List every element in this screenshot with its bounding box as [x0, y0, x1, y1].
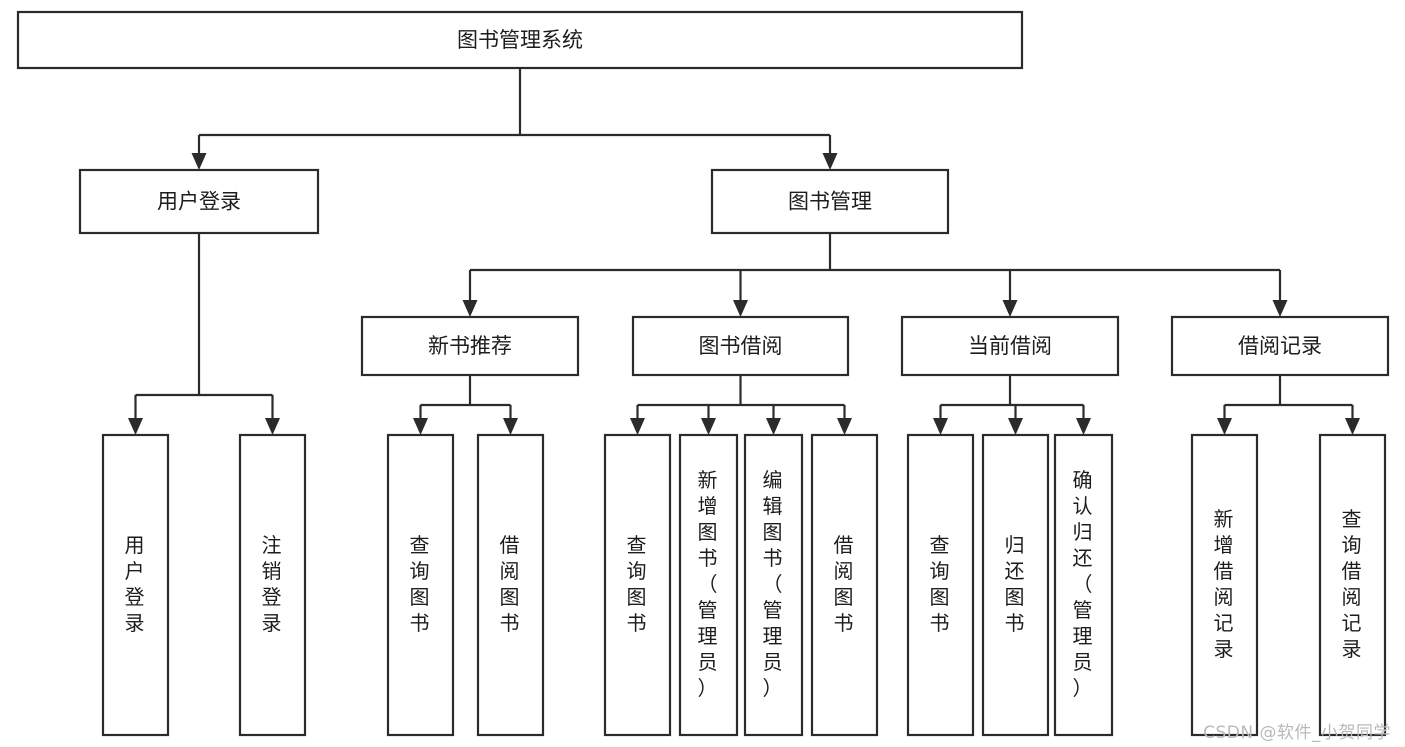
- node-box: [238, 433, 307, 737]
- node-label: 图书管理系统: [457, 28, 583, 52]
- node-box: [16, 10, 1024, 70]
- node-box: [710, 168, 950, 235]
- diagram-node-leaf-6[interactable]: 编辑图书（管理员）: [743, 433, 804, 737]
- arrow-head-icon: [822, 153, 838, 170]
- diagram-node-leaf-3[interactable]: 借阅图书: [476, 433, 545, 737]
- diagram-node-leaf-10[interactable]: 确认归还（管理员）: [1053, 433, 1114, 737]
- node-label: 查询图书: [930, 533, 952, 635]
- node-box: [476, 433, 545, 737]
- diagram-node-leaf-2[interactable]: 查询图书: [386, 433, 455, 737]
- arrow-head-icon: [733, 300, 748, 317]
- diagram-node-leaf-12[interactable]: 查询借阅记录: [1318, 433, 1387, 737]
- arrow-head-icon: [837, 418, 852, 435]
- node-box: [900, 315, 1120, 377]
- node-box: [1053, 433, 1114, 737]
- node-box: [678, 433, 739, 737]
- arrow-head-icon: [191, 153, 207, 170]
- node-label: 用户登录: [157, 190, 241, 214]
- diagram-node-leaf-7[interactable]: 借阅图书: [810, 433, 879, 737]
- diagram-node-leaf-11[interactable]: 新增借阅记录: [1190, 433, 1259, 737]
- arrow-head-icon: [701, 418, 716, 435]
- arrow-head-icon: [630, 418, 645, 435]
- diagram-node-l3-2[interactable]: 当前借阅: [900, 315, 1120, 377]
- node-box: [1318, 433, 1387, 737]
- node-label: 编辑图书（管理员）: [763, 468, 785, 700]
- diagram-node-leaf-9[interactable]: 归还图书: [981, 433, 1050, 737]
- diagram-nodes-layer: 图书管理系统用户登录图书管理新书推荐图书借阅当前借阅借阅记录用户登录注销登录查询…: [16, 10, 1390, 737]
- diagram-node-leaf-8[interactable]: 查询图书: [906, 433, 975, 737]
- node-label: 借阅图书: [500, 533, 522, 635]
- diagram-node-l2-0[interactable]: 用户登录: [78, 168, 320, 235]
- node-box: [743, 433, 804, 737]
- diagram-node-l3-1[interactable]: 图书借阅: [631, 315, 850, 377]
- diagram-node-leaf-4[interactable]: 查询图书: [603, 433, 672, 737]
- node-label: 归还图书: [1005, 533, 1027, 635]
- arrow-head-icon: [128, 418, 143, 435]
- arrow-head-icon: [503, 418, 518, 435]
- diagram-node-leaf-5[interactable]: 新增图书（管理员）: [678, 433, 739, 737]
- node-box: [603, 433, 672, 737]
- node-box: [631, 315, 850, 377]
- arrow-head-icon: [1008, 418, 1023, 435]
- node-label: 查询借阅记录: [1342, 507, 1364, 661]
- node-label: 借阅图书: [834, 533, 856, 635]
- node-box: [906, 433, 975, 737]
- arrow-head-icon: [1217, 418, 1232, 435]
- node-box: [1170, 315, 1390, 377]
- diagram-node-root[interactable]: 图书管理系统: [16, 10, 1024, 70]
- arrow-head-icon: [462, 300, 478, 317]
- arrow-head-icon: [933, 418, 948, 435]
- arrow-head-icon: [265, 418, 280, 435]
- arrow-head-icon: [413, 418, 428, 435]
- arrow-head-icon: [1345, 418, 1360, 435]
- diagram-node-leaf-0[interactable]: 用户登录: [101, 433, 170, 737]
- node-box: [360, 315, 580, 377]
- diagram-node-l3-3[interactable]: 借阅记录: [1170, 315, 1390, 377]
- node-label: 图书借阅: [699, 334, 783, 358]
- node-box: [78, 168, 320, 235]
- arrow-head-icon: [1002, 300, 1018, 317]
- arrow-head-icon: [766, 418, 781, 435]
- arrow-head-icon: [1076, 418, 1091, 435]
- arrow-head-icon: [1272, 300, 1288, 317]
- node-label: 新书推荐: [428, 334, 512, 358]
- node-box: [981, 433, 1050, 737]
- node-label: 查询图书: [410, 533, 432, 635]
- node-label: 确认归还（管理员）: [1073, 468, 1095, 700]
- node-label: 图书管理: [788, 190, 872, 214]
- node-label: 用户登录: [125, 533, 147, 635]
- node-box: [810, 433, 879, 737]
- connector-lines-layer: [128, 68, 1360, 435]
- node-label: 新增借阅记录: [1214, 507, 1236, 661]
- node-label: 新增图书（管理员）: [698, 468, 720, 700]
- node-box: [1190, 433, 1259, 737]
- diagram-node-l2-1[interactable]: 图书管理: [710, 168, 950, 235]
- node-box: [101, 433, 170, 737]
- node-label: 借阅记录: [1238, 334, 1322, 358]
- node-label: 注销登录: [262, 533, 284, 635]
- diagram-node-l3-0[interactable]: 新书推荐: [360, 315, 580, 377]
- node-label: 当前借阅: [968, 334, 1052, 358]
- node-label: 查询图书: [627, 533, 649, 635]
- diagram-node-leaf-1[interactable]: 注销登录: [238, 433, 307, 737]
- node-box: [386, 433, 455, 737]
